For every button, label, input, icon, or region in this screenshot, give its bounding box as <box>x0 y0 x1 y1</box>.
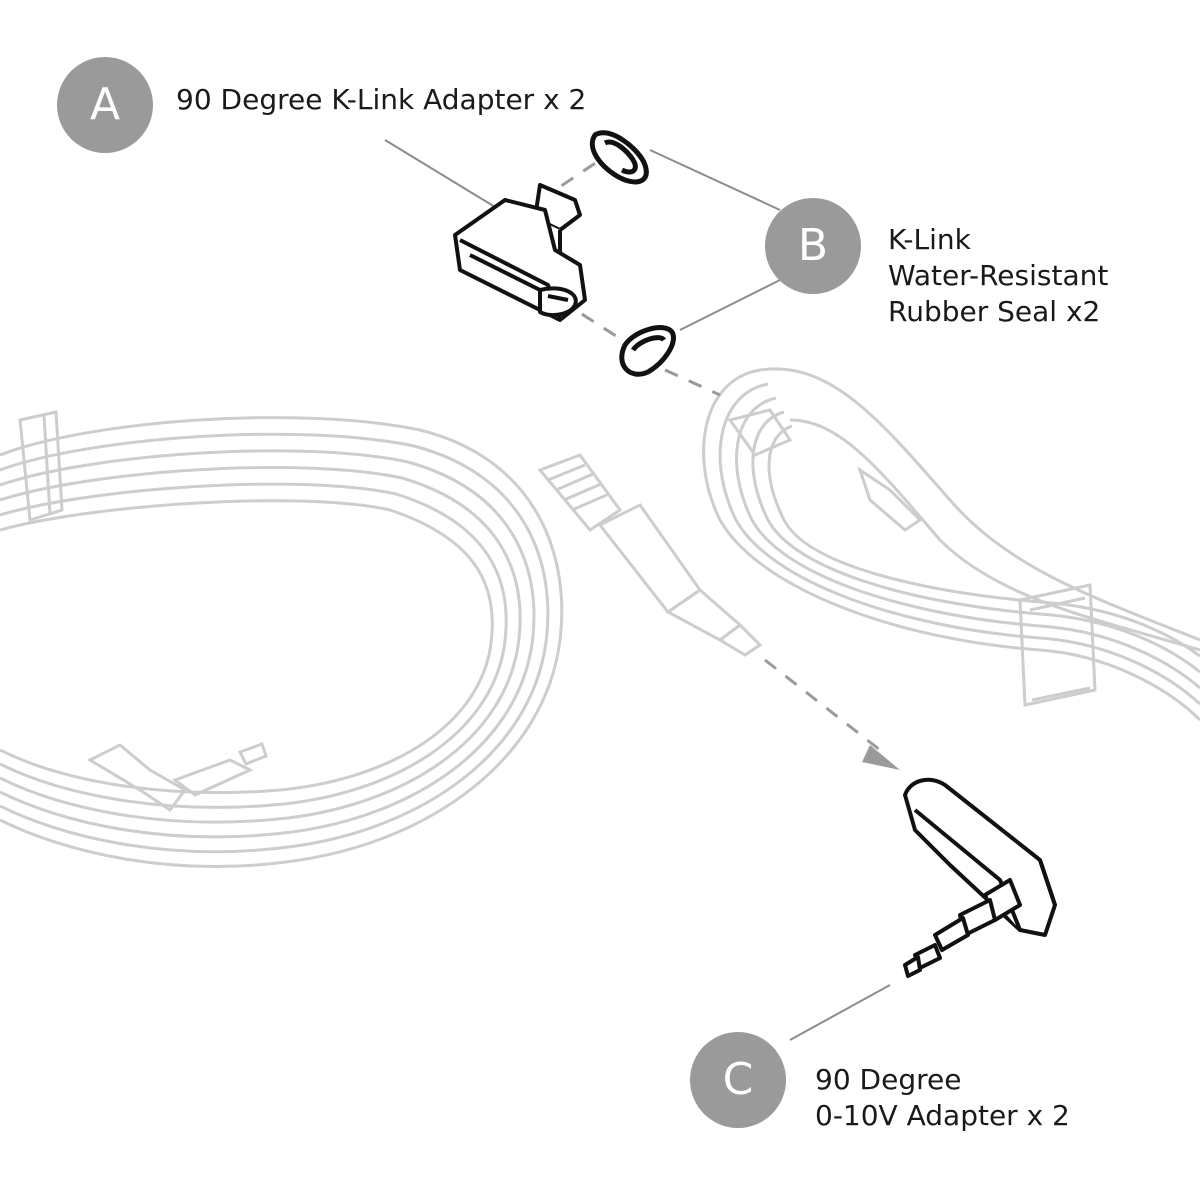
callout-label-a: 90 Degree K-Link Adapter x 2 <box>176 83 587 116</box>
callout-label-b-line-1: K-Link <box>888 223 971 256</box>
leader-lines <box>384 139 891 1041</box>
rubber-seal-top <box>589 130 649 185</box>
callout-label-c-line-2: 0-10V Adapter x 2 <box>815 1099 1070 1132</box>
callout-label-b-line-2: Water-Resistant <box>888 259 1109 292</box>
k-link-adapter <box>453 183 587 322</box>
coiled-cable-ghost <box>0 410 763 868</box>
callout-label-b: K-Link Water-Resistant Rubber Seal x2 <box>888 222 1108 330</box>
rubber-seal-bottom <box>619 325 676 377</box>
looped-cable-ghost <box>702 367 1200 722</box>
arrow-head-icon <box>862 745 900 770</box>
callout-badge-b: B <box>765 198 861 294</box>
callout-badge-c: C <box>690 1032 786 1128</box>
callout-label-c-line-1: 90 Degree <box>815 1063 962 1096</box>
callout-label-c: 90 Degree 0-10V Adapter x 2 <box>815 1062 1070 1134</box>
callout-label-b-line-3: Rubber Seal x2 <box>888 295 1101 328</box>
callout-badge-a: A <box>57 57 153 153</box>
ten-volt-adapter <box>903 777 1057 978</box>
